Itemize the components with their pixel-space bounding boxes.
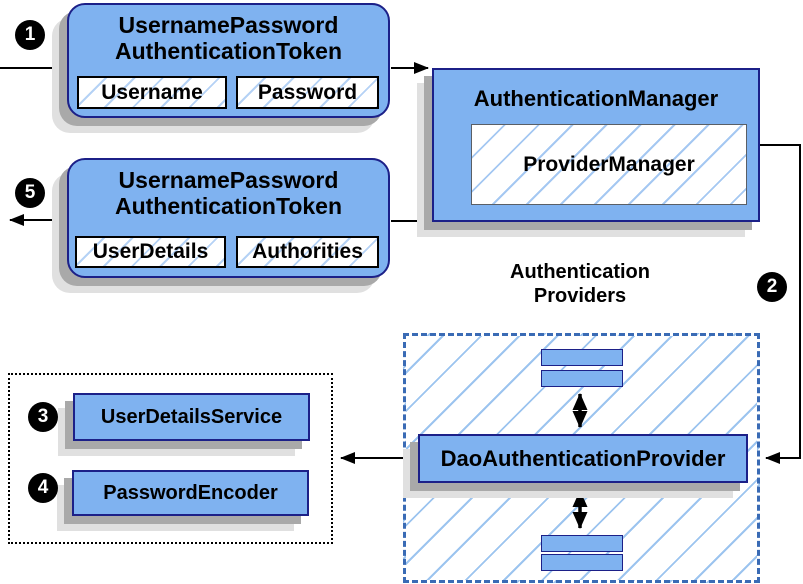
provider-manager-box: ProviderManager [471, 124, 747, 205]
authentication-manager-box: AuthenticationManager ProviderManager [432, 68, 760, 222]
providers-heading-line1: Authentication [510, 261, 650, 283]
provider-placeholder-bar [541, 370, 623, 387]
username-password-token-response-box: UsernamePassword AuthenticationToken Use… [67, 158, 390, 278]
provider-placeholder-bar [541, 554, 623, 571]
request-token-title-line2: AuthenticationToken [114, 38, 342, 64]
step-badge-5: 5 [15, 178, 45, 208]
provider-placeholder-bar [541, 535, 623, 552]
step-badge-4: 4 [28, 473, 58, 503]
username-field-box: Username [77, 76, 227, 109]
step-badge-3: 3 [28, 402, 58, 432]
password-field-box: Password [236, 76, 379, 109]
authentication-providers-heading: Authentication Providers [430, 260, 730, 308]
arrow-manager-to-dao-provider [760, 144, 801, 464]
step-badge-2: 2 [757, 272, 787, 302]
password-encoder-box: PasswordEncoder [72, 470, 309, 516]
step-badge-1: 1 [15, 20, 45, 50]
response-token-title-line1: UsernamePassword [118, 167, 339, 193]
user-details-service-box: UserDetailsService [73, 393, 310, 441]
dao-authentication-provider-box: DaoAuthenticationProvider [418, 434, 748, 483]
request-token-title: UsernamePassword AuthenticationToken [69, 12, 388, 64]
providers-heading-line2: Providers [533, 285, 627, 307]
authorities-field-box: Authorities [236, 236, 379, 268]
user-details-field-box: UserDetails [75, 236, 226, 268]
response-token-title: UsernamePassword AuthenticationToken [69, 167, 388, 219]
username-password-token-request-box: UsernamePassword AuthenticationToken Use… [67, 3, 390, 118]
provider-placeholder-bar [541, 349, 623, 366]
services-dotted-container [8, 373, 333, 544]
request-token-title-line1: UsernamePassword [118, 12, 339, 38]
authentication-manager-title: AuthenticationManager [473, 86, 719, 111]
response-token-title-line2: AuthenticationToken [114, 193, 342, 219]
